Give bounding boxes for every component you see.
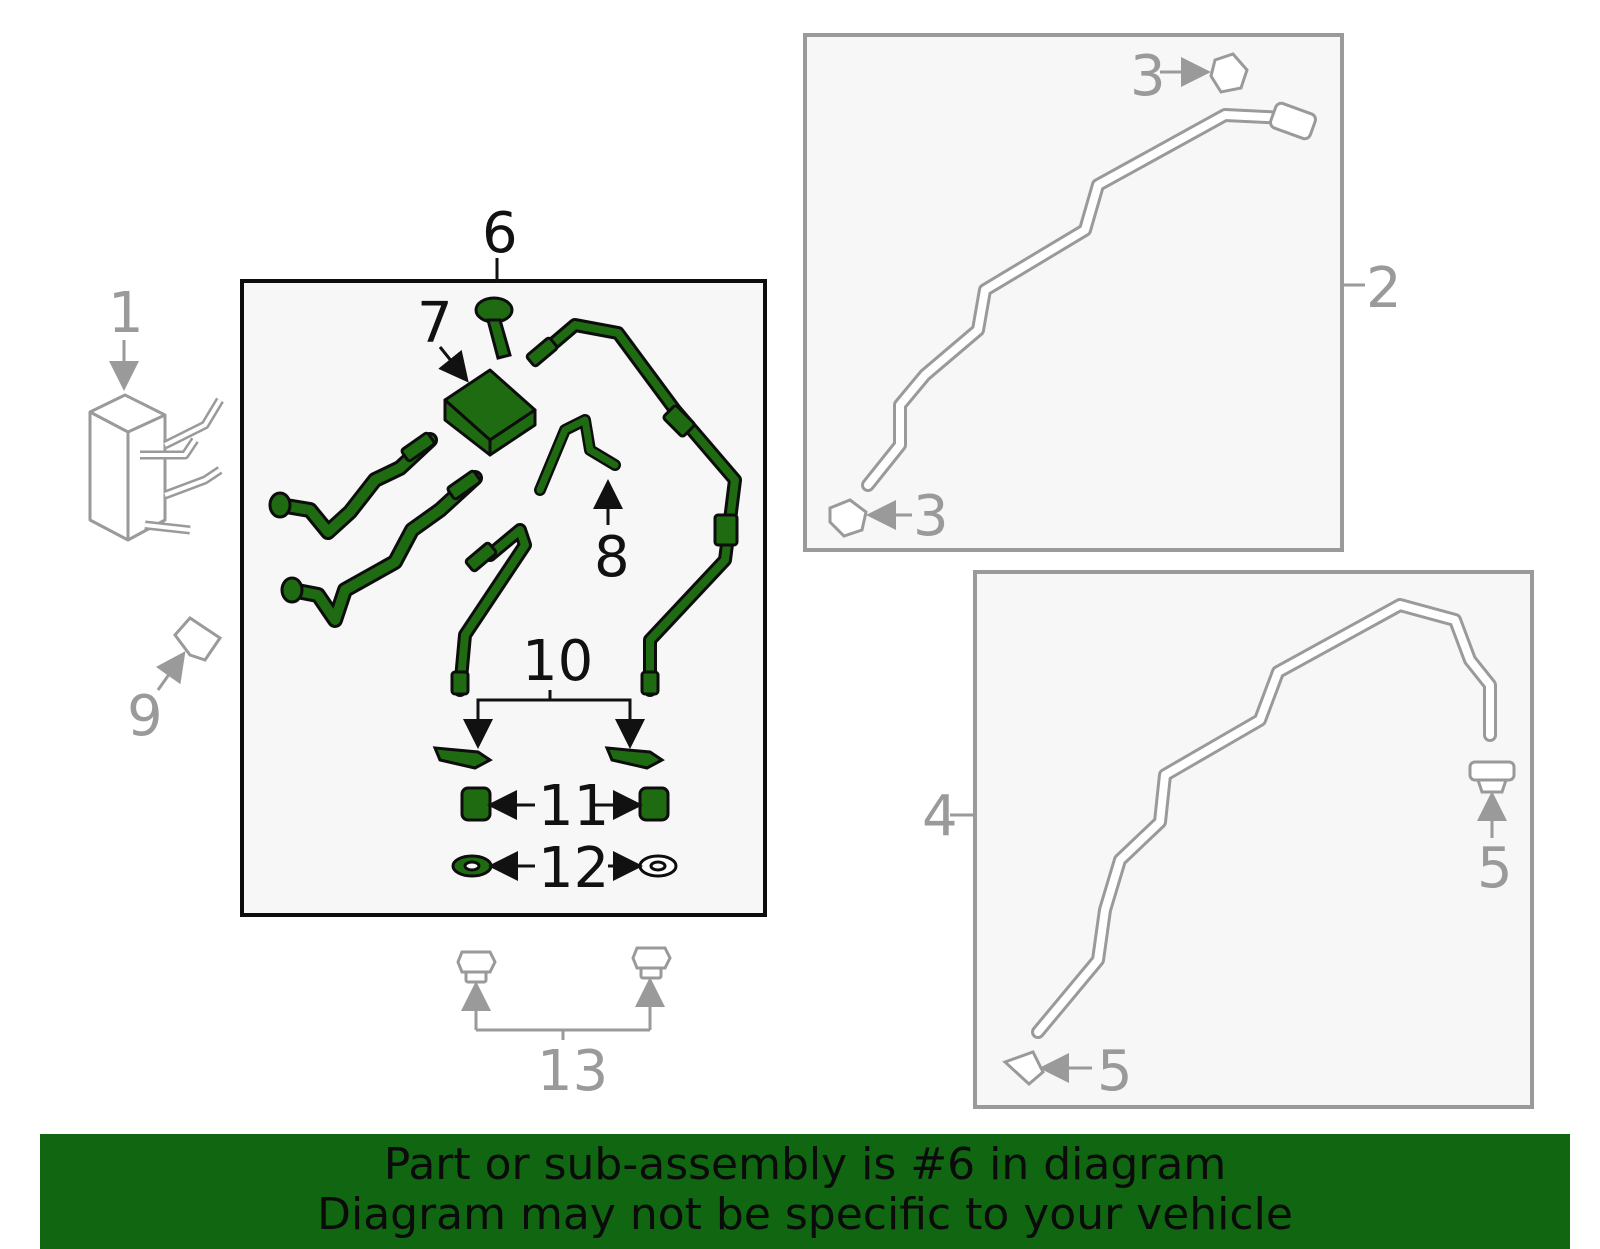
- callout-arrow: [155, 651, 186, 691]
- callout-13: 13: [537, 1039, 608, 1104]
- info-banner: Part or sub-assembly is #6 in diagram Di…: [40, 1134, 1570, 1249]
- oil-cooler-part-1: [88, 393, 224, 542]
- callout-4: 4: [922, 784, 958, 849]
- fitting-icon: [450, 670, 470, 696]
- hose-end-icon: [280, 576, 304, 604]
- hose-right: [541, 318, 742, 697]
- fitting-icon: [662, 404, 696, 438]
- bushing-part-11: [460, 786, 670, 822]
- callout-8: 8: [594, 525, 630, 590]
- callout-1: 1: [108, 281, 144, 346]
- panel-part-4: 4 5 5: [922, 570, 1534, 1109]
- clip-icon: [1002, 760, 1516, 1087]
- nut-part-13: [456, 946, 672, 984]
- hose-left-upper: [272, 432, 438, 540]
- callout-7: 7: [417, 291, 453, 356]
- block-part-7: [443, 368, 537, 457]
- hose-middle: [453, 523, 532, 697]
- bracket-part-8: [534, 414, 621, 496]
- tube-part-4: [1031, 598, 1497, 1039]
- callout-5-right: 5: [1477, 836, 1513, 901]
- callout-12: 12: [538, 836, 609, 901]
- fitting-icon: [525, 336, 559, 368]
- fitting-icon: [446, 469, 482, 501]
- clip-icon: [828, 52, 1317, 538]
- callout-3-top: 3: [1130, 44, 1166, 109]
- bracket-part-9: [173, 616, 223, 662]
- hose-end-icon: [268, 491, 292, 519]
- callout-5-bottom: 5: [1097, 1039, 1133, 1104]
- fitting-icon: [640, 670, 660, 696]
- callout-10: 10: [522, 629, 593, 694]
- banner-line-1: Part or sub-assembly is #6 in diagram: [383, 1139, 1227, 1190]
- callout-2: 2: [1366, 256, 1402, 321]
- panel-main: 6 7 8 10 11 12: [240, 201, 767, 917]
- callout-arrow: [438, 346, 469, 383]
- fitting-icon: [713, 513, 739, 547]
- tube-part-2: [861, 108, 1292, 492]
- callout-9: 9: [127, 684, 163, 749]
- callout-3-bottom: 3: [913, 484, 949, 549]
- callout-6: 6: [482, 201, 518, 266]
- banner-line-2: Diagram may not be specific to your vehi…: [317, 1189, 1293, 1240]
- fitting-icon: [400, 431, 436, 463]
- clamp-part-10: [432, 746, 665, 770]
- callout-11: 11: [538, 774, 609, 839]
- bolt-part-6: [474, 296, 514, 360]
- hose-left-lower: [284, 470, 483, 628]
- fitting-icon: [464, 541, 498, 573]
- panel-part-2: 3 3 2: [803, 33, 1402, 552]
